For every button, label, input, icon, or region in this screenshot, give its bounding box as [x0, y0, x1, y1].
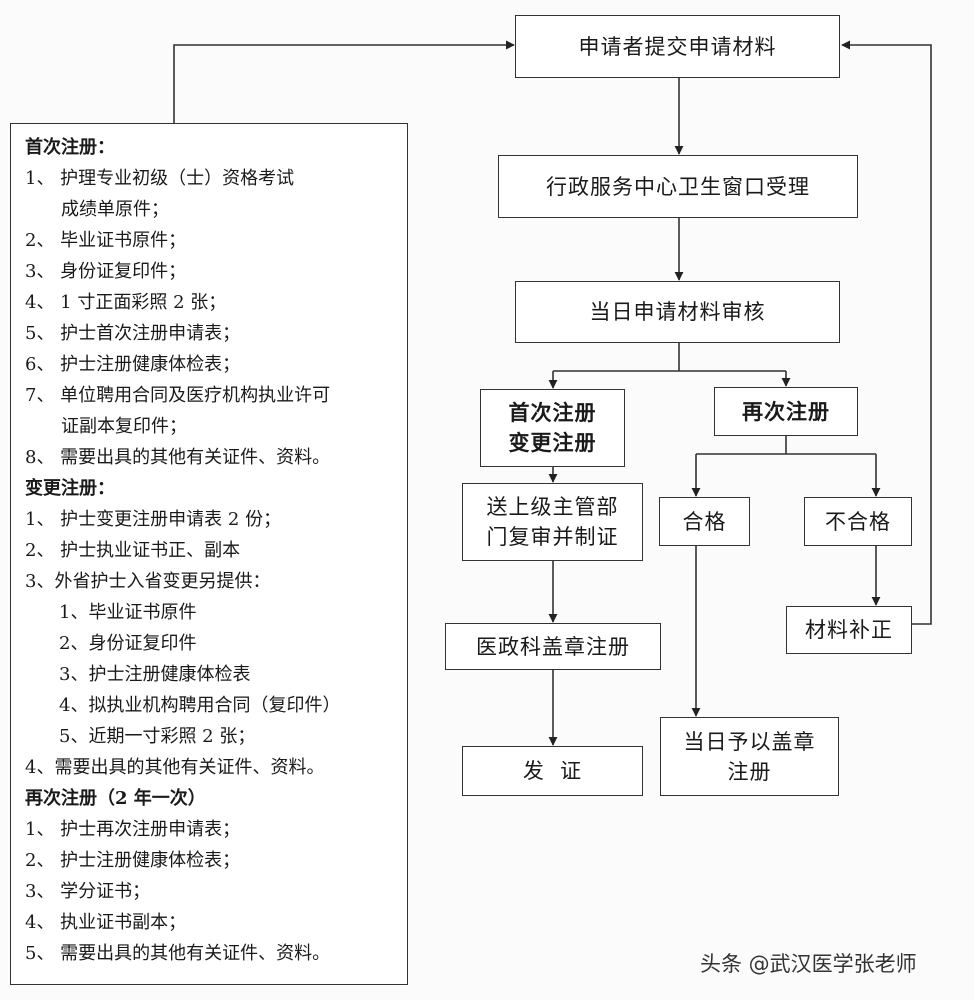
requirements-panel: 首次注册： 1、 护理专业初级（士）资格考试 成绩单原件； 2、 毕业证书原件；… [10, 123, 408, 985]
renewal-registration-heading: 再次注册（2 年一次） [25, 788, 206, 809]
node-first-registration-label: 首次注册 [508, 400, 597, 425]
node-send-superior: 送上级主管部 门复审并制证 [462, 483, 643, 561]
renewal-registration-item: 3、 学分证书； [25, 881, 151, 902]
node-qualified: 合格 [659, 497, 750, 546]
node-same-day-stamp-line1: 当日予以盖章 [683, 729, 816, 754]
node-unqualified: 不合格 [804, 497, 912, 546]
node-renewal-registration-label: 再次注册 [742, 398, 830, 424]
node-issue-certificate: 发 证 [462, 746, 643, 796]
node-service-center-acceptance: 行政服务中心卫生窗口受理 [498, 155, 858, 218]
first-registration-item: 4、 1 寸正面彩照 2 张； [25, 292, 227, 313]
node-medical-stamp-registration: 医政科盖章注册 [445, 623, 661, 670]
change-registration-subitem: 2、身份证复印件 [59, 633, 197, 654]
change-registration-item: 4、需要出具的其他有关证件、资料。 [25, 757, 325, 778]
renewal-registration-item: 5、 需要出具的其他有关证件、资料。 [25, 943, 331, 964]
node-issue-certificate-label: 发 证 [522, 759, 583, 783]
edge-supplement-to-submit [841, 40, 932, 625]
node-same-day-stamp: 当日予以盖章 注册 [660, 717, 839, 796]
change-registration-subitem: 3、护士注册健康体检表 [59, 664, 251, 685]
node-send-superior-line2: 门复审并制证 [486, 525, 619, 549]
first-registration-item: 2、 毕业证书原件； [25, 230, 187, 251]
change-registration-item: 2、 护士执业证书正、副本 [25, 540, 241, 561]
node-renewal-registration: 再次注册 [714, 387, 858, 436]
renewal-registration-item: 2、 护士注册健康体检表； [25, 850, 241, 871]
first-registration-item-continued: 证副本复印件； [61, 416, 187, 437]
node-material-supplement: 材料补正 [786, 606, 912, 654]
node-unqualified-label: 不合格 [825, 509, 891, 534]
first-registration-heading: 首次注册： [25, 137, 115, 158]
change-registration-item: 1、 护士变更注册申请表 2 份； [25, 509, 282, 530]
node-same-day-stamp-line2: 注册 [727, 759, 772, 784]
node-material-supplement-label: 材料补正 [805, 618, 893, 642]
node-submit-application: 申请者提交申请材料 [515, 15, 840, 78]
node-service-center-acceptance-label: 行政服务中心卫生窗口受理 [546, 174, 810, 199]
first-registration-item: 8、 需要出具的其他有关证件、资料。 [25, 447, 331, 468]
author-watermark: 头条 @武汉医学张老师 [700, 952, 917, 976]
change-registration-subitem: 5、近期一寸彩照 2 张； [59, 726, 256, 747]
edge-requirements-to-submit [173, 40, 515, 123]
change-registration-subitem: 4、拟执业机构聘用合同（复印件） [59, 695, 341, 716]
node-send-superior-line1: 送上级主管部 [486, 495, 619, 519]
node-qualified-label: 合格 [682, 509, 727, 534]
first-registration-item-continued: 成绩单原件； [61, 199, 169, 220]
node-medical-stamp-registration-label: 医政科盖章注册 [476, 634, 630, 659]
first-registration-item: 1、 护理专业初级（士）资格考试 [25, 168, 295, 189]
node-same-day-review: 当日申请材料审核 [515, 281, 840, 343]
change-registration-heading: 变更注册： [25, 478, 115, 499]
change-registration-subitem: 1、毕业证书原件 [59, 602, 197, 623]
renewal-registration-item: 4、 执业证书副本； [25, 912, 187, 933]
first-registration-item: 7、 单位聘用合同及医疗机构执业许可 [25, 385, 331, 406]
first-registration-item: 3、 身份证复印件； [25, 261, 187, 282]
first-registration-item: 5、 护士首次注册申请表； [25, 323, 241, 344]
renewal-registration-item: 1、 护士再次注册申请表； [25, 819, 241, 840]
node-submit-application-label: 申请者提交申请材料 [578, 34, 777, 59]
first-registration-item: 6、 护士注册健康体检表； [25, 354, 241, 375]
node-change-registration-label: 变更注册 [508, 430, 597, 455]
node-same-day-review-label: 当日申请材料审核 [589, 300, 766, 324]
change-registration-item: 3、外省护士入省变更另提供： [25, 571, 271, 592]
node-first-change-registration: 首次注册 变更注册 [480, 389, 625, 467]
